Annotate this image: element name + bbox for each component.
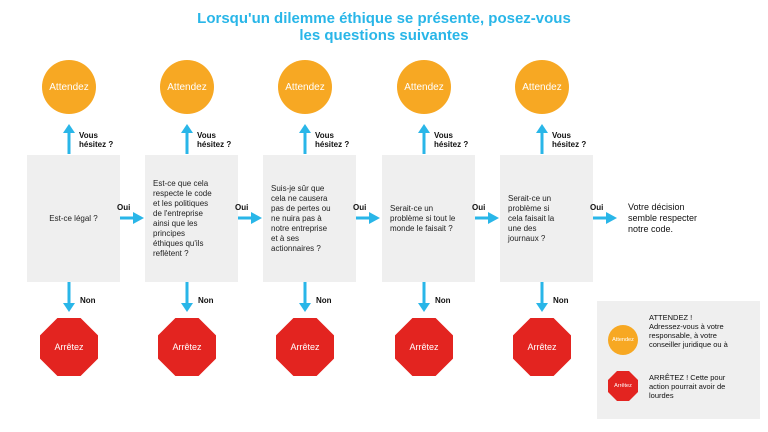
stop-octagon-2: Arrêtez bbox=[158, 318, 216, 376]
yes-label-5: Oui bbox=[590, 203, 604, 212]
title-line-2: les questions suivantes bbox=[299, 27, 469, 44]
down-arrow-icon bbox=[418, 282, 430, 312]
right-arrow-icon bbox=[475, 212, 499, 224]
down-arrow-icon bbox=[181, 282, 193, 312]
wait-circle-4: Attendez bbox=[397, 60, 451, 114]
question-box-1: Est-ce légal ? bbox=[27, 155, 120, 282]
wait-circle-2: Attendez bbox=[160, 60, 214, 114]
right-arrow-icon bbox=[238, 212, 262, 224]
legend-wait-text: ATTENDEZ !Adressez-vous à votre responsa… bbox=[649, 313, 728, 349]
legend-wait-circle: Attendez bbox=[608, 325, 638, 355]
right-arrow-icon bbox=[120, 212, 144, 224]
no-label-2: Non bbox=[198, 296, 214, 305]
up-arrow-icon bbox=[181, 124, 193, 154]
up-arrow-icon bbox=[536, 124, 548, 154]
no-label-4: Non bbox=[435, 296, 451, 305]
no-label-1: Non bbox=[80, 296, 96, 305]
yes-label-2: Oui bbox=[235, 203, 249, 212]
right-arrow-icon bbox=[593, 212, 617, 224]
no-label-3: Non bbox=[316, 296, 332, 305]
stop-octagon-5: Arrêtez bbox=[513, 318, 571, 376]
up-arrow-icon bbox=[299, 124, 311, 154]
legend-panel: Attendez ATTENDEZ !Adressez-vous à votre… bbox=[597, 301, 760, 419]
yes-label-1: Oui bbox=[117, 203, 131, 212]
stop-octagon-1: Arrêtez bbox=[40, 318, 98, 376]
up-arrow-icon bbox=[63, 124, 75, 154]
up-arrow-icon bbox=[418, 124, 430, 154]
stop-octagon-3: Arrêtez bbox=[276, 318, 334, 376]
wait-circle-1: Attendez bbox=[42, 60, 96, 114]
yes-label-4: Oui bbox=[472, 203, 486, 212]
legend-stop-octagon: Arrêtez bbox=[608, 371, 638, 401]
wait-circle-3: Attendez bbox=[278, 60, 332, 114]
wait-circle-5: Attendez bbox=[515, 60, 569, 114]
title-line-1: Lorsqu'un dilemme éthique se présente, p… bbox=[197, 10, 571, 27]
diagram-title: Lorsqu'un dilemme éthique se présente, p… bbox=[150, 10, 618, 44]
no-label-5: Non bbox=[553, 296, 569, 305]
down-arrow-icon bbox=[536, 282, 548, 312]
stop-octagon-4: Arrêtez bbox=[395, 318, 453, 376]
down-arrow-icon bbox=[299, 282, 311, 312]
yes-label-3: Oui bbox=[353, 203, 367, 212]
down-arrow-icon bbox=[63, 282, 75, 312]
right-arrow-icon bbox=[356, 212, 380, 224]
